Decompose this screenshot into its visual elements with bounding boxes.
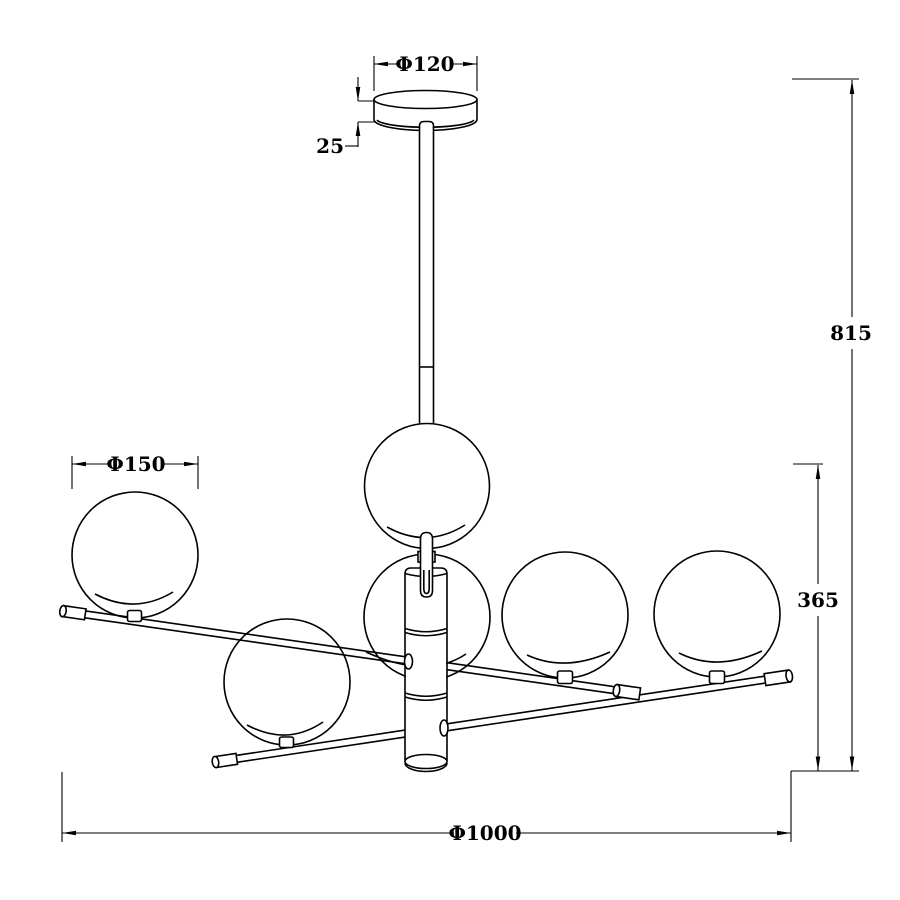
rod-end-cap	[58, 604, 87, 621]
sphere-fitting	[708, 670, 726, 685]
body-connector-pin	[417, 531, 436, 598]
rod-boss	[439, 719, 449, 737]
sphere-fitting	[126, 609, 143, 623]
dimension-overall-drop: 815	[792, 78, 872, 771]
glass-sphere-far-right	[653, 550, 781, 685]
dimension-canopy-diameter: Φ120	[373, 52, 478, 91]
sphere-fitting	[278, 736, 295, 749]
hanging-stem	[418, 120, 435, 424]
glass-sphere-right-middle	[501, 551, 629, 685]
rod-end-cap	[211, 752, 239, 769]
dim-label-canopy-height: 25	[316, 134, 344, 158]
glass-sphere-lower-left	[223, 618, 351, 749]
arm-rod-lower	[211, 669, 794, 769]
dimension-sphere-diameter: Φ150	[71, 452, 199, 489]
dim-label-body-height: 365	[797, 588, 839, 612]
sphere-fitting	[556, 670, 574, 685]
center-body-cylinder	[404, 567, 448, 773]
rod-end-cap	[763, 669, 794, 687]
dim-label-sphere-diameter: Φ150	[106, 452, 165, 476]
dimension-body-height: 365	[791, 463, 859, 772]
glass-sphere-left	[71, 491, 199, 623]
glass-sphere-top-center	[363, 422, 491, 550]
rod-end-cap	[612, 683, 642, 701]
dim-label-overall-diameter: Φ1000	[448, 821, 521, 845]
dimension-overall-diameter: Φ1000	[61, 771, 792, 845]
dim-label-overall-drop: 815	[830, 321, 872, 345]
dim-label-canopy-diameter: Φ120	[395, 52, 454, 76]
dimension-canopy-height: 25	[316, 77, 376, 158]
rod-boss	[403, 653, 414, 670]
